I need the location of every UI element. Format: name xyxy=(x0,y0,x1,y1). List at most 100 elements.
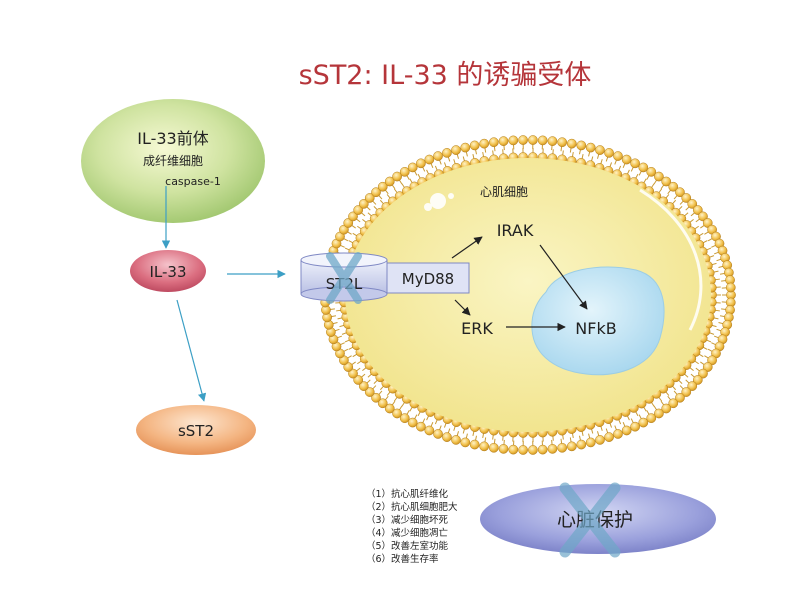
lipid-head xyxy=(638,417,649,428)
lipid-head xyxy=(508,135,519,146)
lipid-head xyxy=(668,181,679,192)
myd88-label: MyD88 xyxy=(402,270,454,288)
lipid-head xyxy=(358,381,369,391)
lipid-head xyxy=(469,140,480,151)
lipid-head xyxy=(604,148,614,158)
lipid-head xyxy=(661,176,672,187)
lipid-head xyxy=(488,442,499,453)
outcome-item: （5）改善左室功能 xyxy=(366,540,449,552)
cardioprotection-ellipse xyxy=(480,484,716,554)
cardioprotection-block-cross-icon xyxy=(559,482,621,558)
lipid-head xyxy=(518,135,528,145)
lipid-head xyxy=(654,408,664,419)
lipid-head xyxy=(384,403,395,414)
lipid-head xyxy=(399,413,410,424)
lipid-head xyxy=(630,421,640,432)
lipid-head xyxy=(460,437,471,448)
lipid-head xyxy=(364,193,375,203)
lipid-head xyxy=(469,439,480,450)
lipid-head xyxy=(479,441,490,452)
lipid-head xyxy=(407,417,418,428)
lipid-head xyxy=(518,445,528,455)
lipid-head xyxy=(687,381,698,391)
lipid-head xyxy=(576,439,587,450)
sst2-ellipse xyxy=(136,405,256,455)
lipid-head xyxy=(547,136,558,146)
outcome-item: （1）抗心肌纤维化 xyxy=(366,488,449,500)
il33-precursor-ellipse xyxy=(81,99,265,223)
lipid-head xyxy=(576,140,587,151)
lipid-head xyxy=(585,142,596,153)
lipid-head xyxy=(399,166,410,177)
lipid-head xyxy=(371,187,381,198)
lipid-head xyxy=(348,368,358,379)
lipid-head xyxy=(613,151,623,161)
lipid-head xyxy=(442,432,452,442)
lipid-head xyxy=(377,181,388,192)
vesicle xyxy=(448,193,454,199)
lipid-head xyxy=(654,171,664,182)
nucleus xyxy=(531,266,665,376)
outcome-item: （3）减少细胞坏死 xyxy=(366,514,449,526)
lipid-head xyxy=(343,218,354,228)
lipid-head xyxy=(595,435,605,445)
lipid-head xyxy=(595,145,605,155)
lipid-head xyxy=(681,387,692,397)
lipid-head xyxy=(424,154,435,165)
lipid-head xyxy=(479,138,490,149)
lipid-head xyxy=(451,145,461,155)
cell-label: 心肌细胞 xyxy=(480,185,528,199)
lipid-head xyxy=(433,429,443,439)
myd88-box xyxy=(386,262,470,294)
lipid-head xyxy=(566,441,577,452)
lipid-head xyxy=(698,368,708,379)
lipid-head xyxy=(675,187,685,198)
lipid-head xyxy=(433,151,443,161)
lipid-head xyxy=(621,425,632,436)
irak-label: IRAK xyxy=(497,221,534,240)
caspase-label: caspase-1 xyxy=(165,175,221,188)
lipid-head xyxy=(508,444,519,455)
lipid-head xyxy=(687,199,698,209)
lipid-head xyxy=(613,429,623,439)
membrane-highlight xyxy=(639,188,703,331)
lipid-head xyxy=(460,142,471,153)
lipid-head xyxy=(488,137,499,148)
sst2-label: sST2 xyxy=(178,422,214,440)
lipid-head xyxy=(537,135,548,146)
lipid-head xyxy=(424,425,435,436)
lipid-head xyxy=(528,135,538,145)
vesicle xyxy=(430,193,446,209)
lipid-head xyxy=(407,162,418,173)
lipid-head xyxy=(451,435,461,445)
lipid-head xyxy=(442,148,452,158)
arrow-myd88-to-irak xyxy=(451,236,483,259)
lipid-head xyxy=(348,211,358,222)
st2l-block-cross-icon xyxy=(326,252,362,304)
lipid-head xyxy=(557,442,568,453)
precursor-label: IL-33前体 xyxy=(137,129,209,148)
lipid-head xyxy=(585,437,596,448)
lipid-head xyxy=(681,193,692,203)
il33-ellipse xyxy=(130,250,206,292)
lipid-head xyxy=(416,421,426,432)
lipid-head xyxy=(498,444,509,454)
outcome-item: （2）抗心肌细胞肥大 xyxy=(366,501,458,513)
il33-label: IL-33 xyxy=(149,263,186,281)
lipid-head xyxy=(630,158,640,169)
lipid-head xyxy=(675,392,685,403)
lipid-head xyxy=(353,375,364,385)
page-title: sST2: IL-33 的诱骗受体 xyxy=(299,60,592,91)
vesicle xyxy=(424,203,432,211)
arrow-myd88-to-erk xyxy=(454,299,471,316)
lipid-head xyxy=(547,444,558,454)
precursor-cell-label: 成纤维细胞 xyxy=(143,154,203,168)
lipid-head xyxy=(392,408,402,419)
lipid-head xyxy=(604,432,614,442)
lipid-head xyxy=(416,158,426,169)
lipid-head xyxy=(392,171,402,182)
lipid-head xyxy=(692,205,703,215)
lipid-head xyxy=(566,138,577,149)
nfkb-label: NFkB xyxy=(575,319,616,338)
